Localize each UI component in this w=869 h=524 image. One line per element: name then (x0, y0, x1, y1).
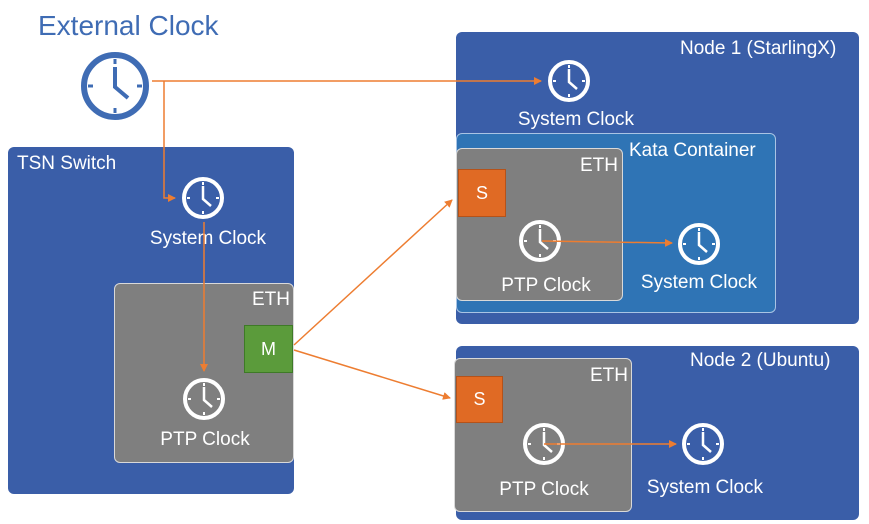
slave-port: S (456, 376, 503, 423)
tsn-system-clock-label: System Clock (149, 228, 267, 249)
tsn-ptp-clock-label: PTP Clock (160, 429, 250, 450)
node1-ptp-clock-label: PTP Clock (501, 275, 591, 296)
node1-title: Node 1 (StarlingX) (680, 38, 837, 59)
arrow-master-to-node1 (293, 199, 453, 346)
tsn-switch-title: TSN Switch (17, 153, 117, 174)
external-clock-icon (78, 50, 152, 122)
clock-icon (521, 421, 567, 467)
slave-port: S (458, 169, 506, 217)
clock-icon (181, 376, 227, 422)
clock-icon (676, 221, 722, 267)
clock-icon (680, 421, 726, 467)
node2-ptp-clock-label: PTP Clock (499, 479, 589, 500)
external-clock-title: External Clock (38, 10, 219, 41)
master-port: M (244, 325, 293, 373)
clock-icon (517, 218, 563, 264)
node2-system-clock-label: System Clock (646, 477, 764, 498)
node2-title: Node 2 (Ubuntu) (690, 350, 831, 371)
clock-icon (180, 175, 226, 221)
kata-container-title: Kata Container (629, 140, 756, 161)
node1-eth-title: ETH (580, 155, 618, 176)
arrow-master-to-node2 (293, 349, 451, 400)
kata-system-clock-label: System Clock (640, 272, 758, 293)
node2-eth-title: ETH (590, 365, 628, 386)
tsn-eth-title: ETH (252, 289, 290, 310)
clock-icon (546, 58, 592, 104)
node1-system-clock-label: System Clock (517, 109, 635, 130)
